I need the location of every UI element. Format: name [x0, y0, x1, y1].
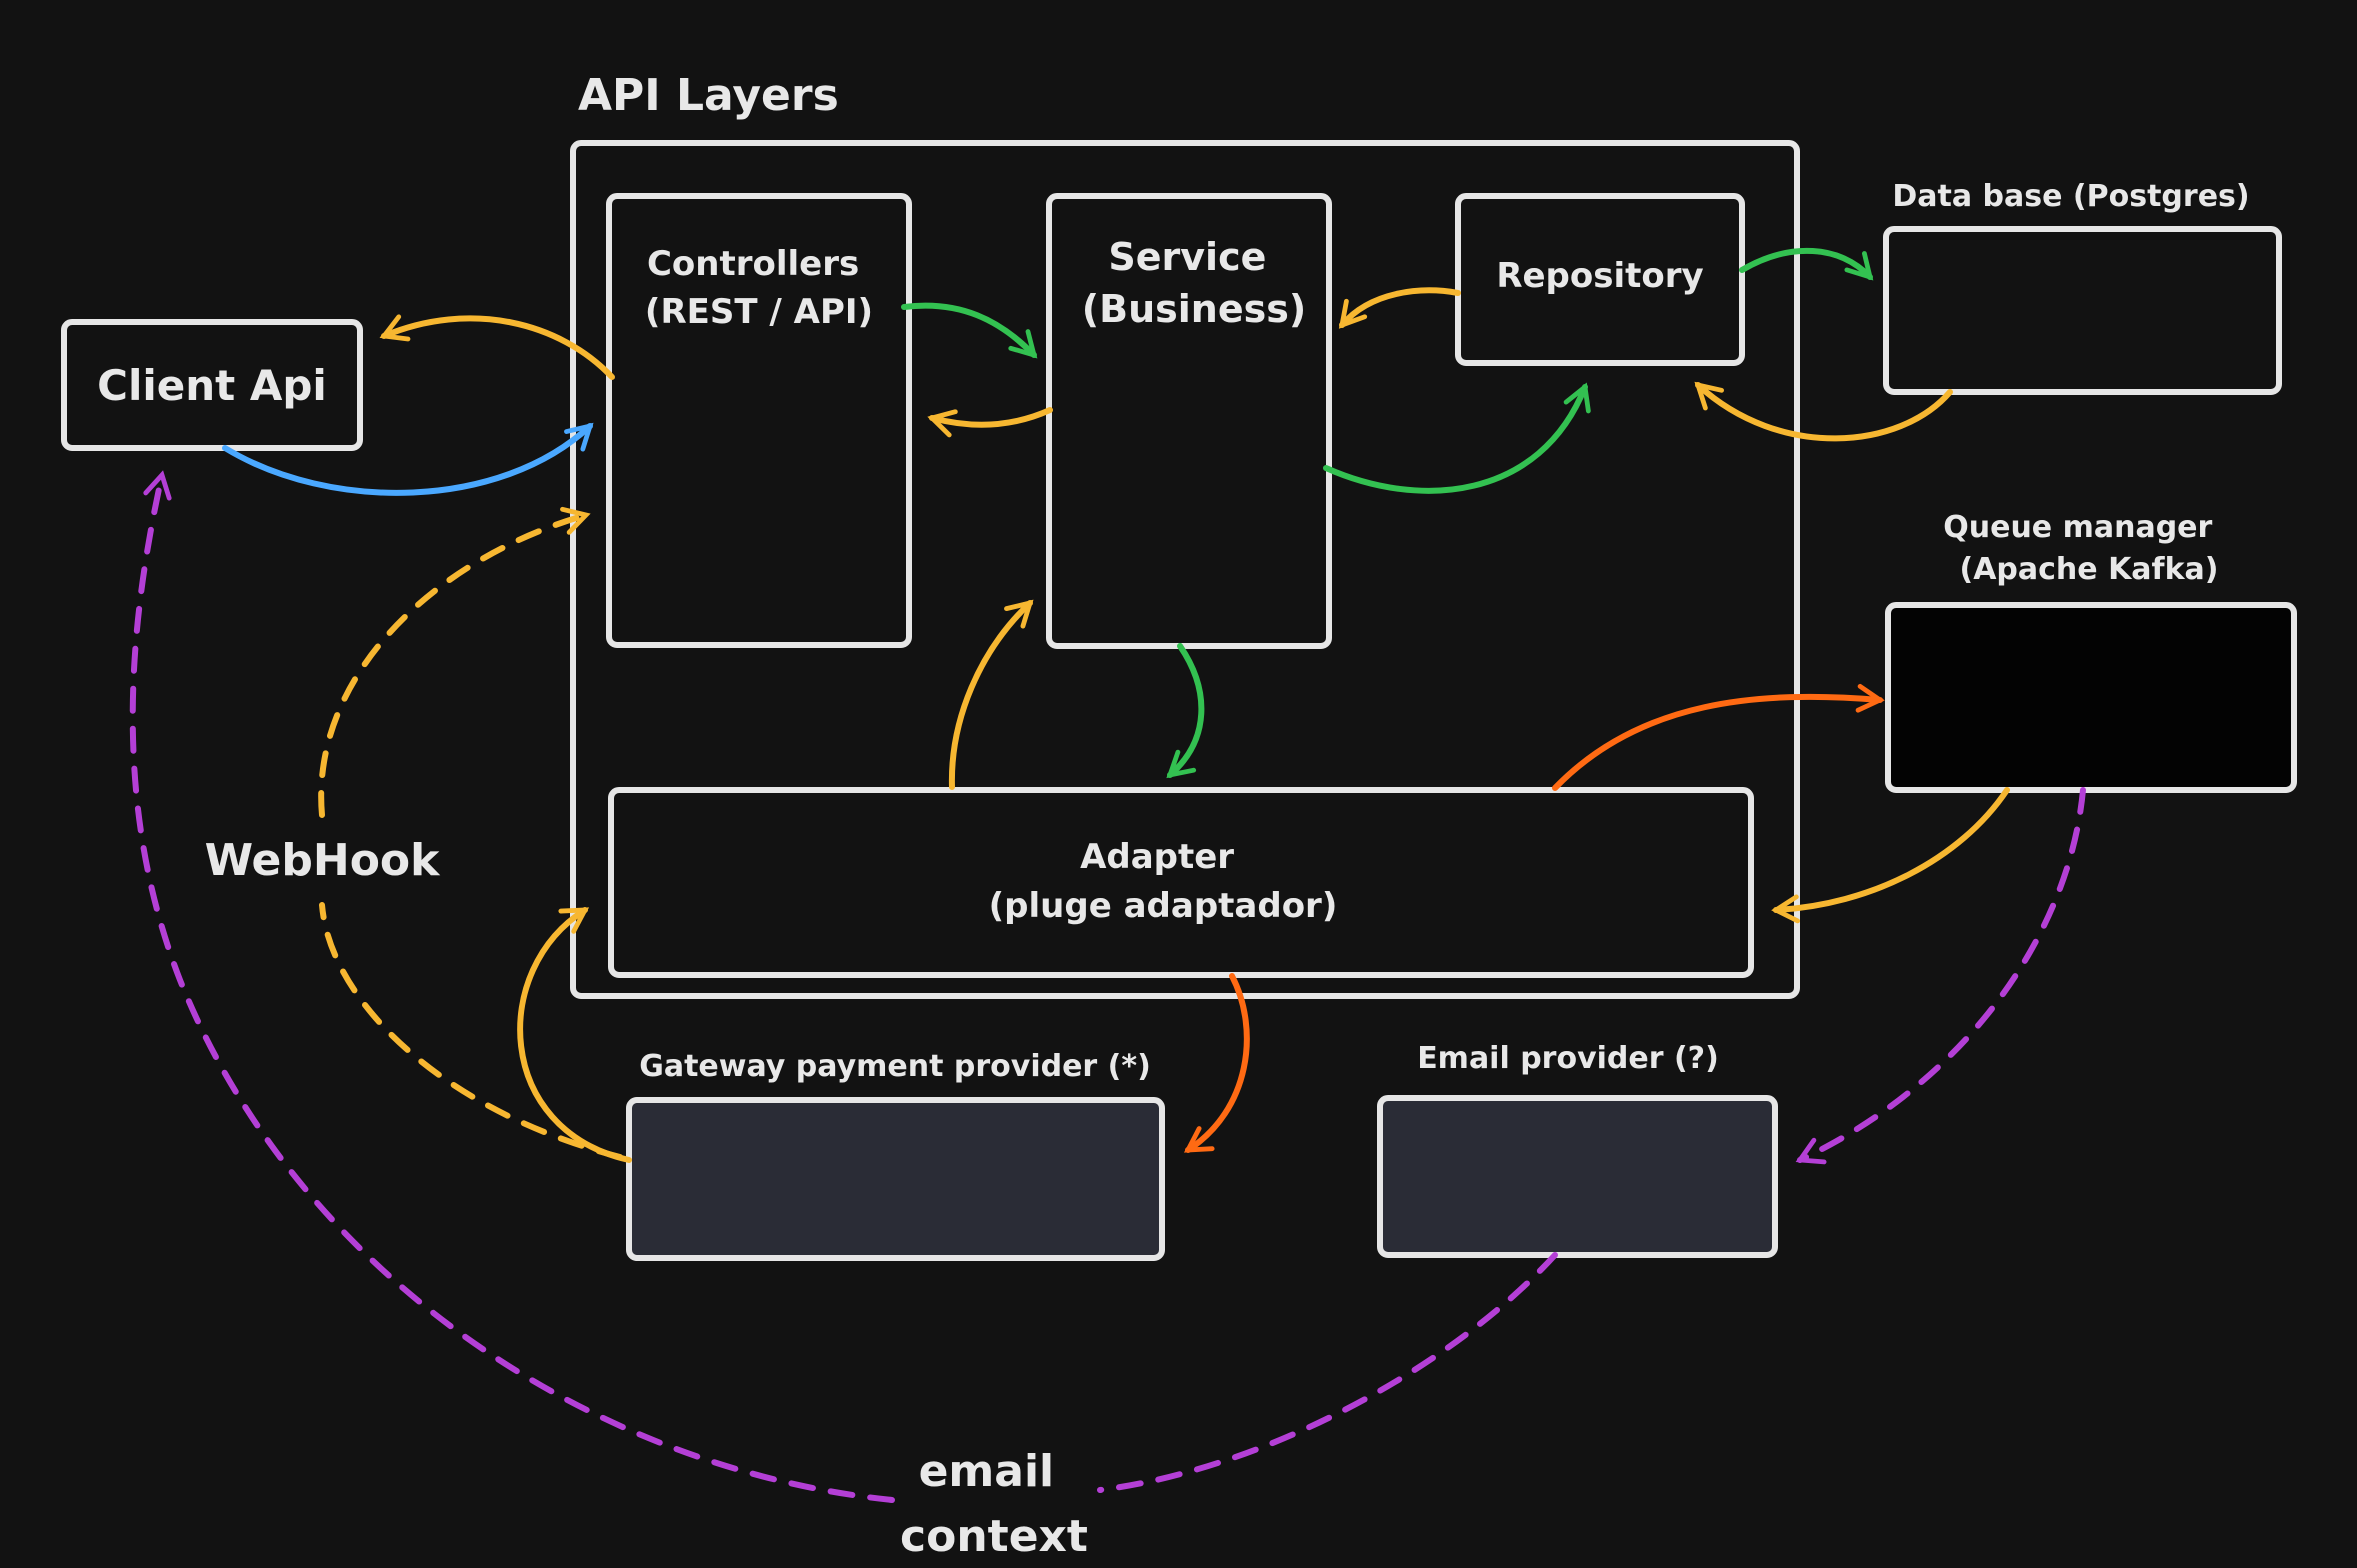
arrow-repository-to-service: [1338, 287, 1461, 329]
arrow-controllers-to-service: [901, 302, 1038, 359]
email-provider-box[interactable]: [1377, 1095, 1778, 1258]
arrow-adapter-to-service: [948, 599, 1034, 790]
arrow-client-to-controllers: [222, 422, 594, 496]
email-context-label: email context: [900, 1446, 1088, 1562]
arrow-webhook-to-controllers: [318, 515, 623, 1160]
database-box[interactable]: [1883, 226, 2282, 395]
arrow-gateway-to-adapter: [517, 907, 632, 1163]
database-label: Data base (Postgres): [1892, 179, 2249, 214]
repository-label: Repository: [1496, 256, 1703, 296]
api-layers-title: API Layers: [578, 70, 839, 121]
arrow-service-to-adapter: [1166, 643, 1205, 779]
email-provider-label: Email provider (?): [1417, 1041, 1719, 1076]
service-box[interactable]: [1046, 193, 1332, 649]
arrow-queue-to-email: [1795, 787, 2086, 1165]
client-api-box[interactable]: [61, 319, 363, 451]
controllers-box[interactable]: [606, 193, 912, 648]
api-layers-group: [570, 140, 1800, 999]
arrow-controllers-to-client: [379, 314, 615, 380]
arrow-database-to-repository: [1694, 381, 1953, 442]
arrow-service-to-repository: [1323, 382, 1591, 494]
arrow-adapter-to-gateway: [1183, 973, 1250, 1153]
repository-box[interactable]: [1455, 193, 1745, 366]
queue-manager-box[interactable]: [1885, 602, 2297, 793]
arrow-service-to-controllers: [927, 407, 1053, 438]
webhook-label: WebHook: [205, 835, 442, 886]
arrow-queue-to-adapter: [1771, 787, 2010, 924]
gateway-provider-label: Gateway payment provider (*): [639, 1049, 1151, 1084]
queue-manager-label: Queue manager (Apache Kafka): [1943, 510, 2223, 587]
arrow-email-to-client: [129, 475, 1558, 1503]
client-api-label: Client Api: [97, 361, 327, 410]
arrow-repository-to-database: [1739, 247, 1874, 281]
service-label: Service (Business): [1082, 235, 1306, 331]
adapter-box[interactable]: [608, 787, 1754, 978]
adapter-label: Adapter (pluge adaptador): [989, 837, 1338, 926]
arrow-adapter-to-queue: [1552, 683, 1885, 791]
gateway-provider-box[interactable]: [626, 1097, 1165, 1261]
controllers-label: Controllers (REST / API): [645, 244, 873, 332]
